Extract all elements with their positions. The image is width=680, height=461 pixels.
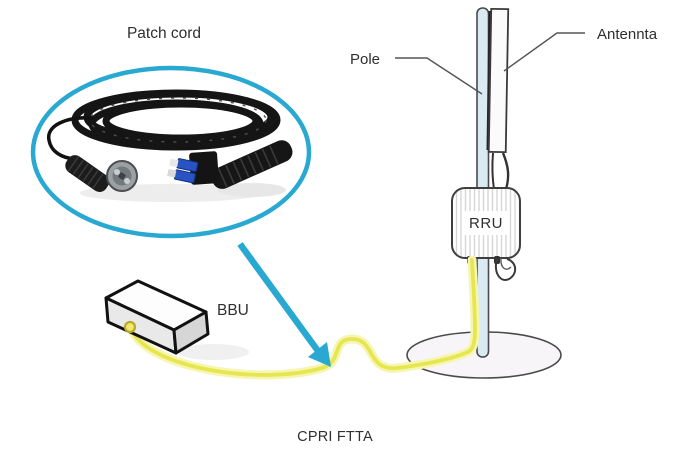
pole-label: Pole: [350, 51, 380, 68]
patch-cord-photo: [47, 89, 293, 202]
bbu-shadow: [177, 344, 249, 360]
rru-label-plate: [464, 211, 508, 235]
fiber-cable-yellow: [126, 255, 480, 380]
lc-housing: [189, 151, 219, 185]
callout-arrow: [237, 242, 331, 367]
antenna-jumper-cable-1: [491, 152, 495, 190]
pole-leader-line: [395, 57, 483, 95]
fiber-cable-core: [129, 258, 477, 377]
cable-coil: [71, 89, 281, 151]
bbu-unit: [104, 279, 210, 355]
patch-cord-label: Patch cord: [127, 25, 201, 42]
cord-shadow-right: [218, 183, 286, 197]
bbu-fiber-port: [123, 320, 137, 334]
lc-connector-assembly: [167, 140, 293, 189]
bbu-right-face: [172, 310, 210, 355]
cable-lead-left: [47, 116, 94, 161]
antenna-panel: [487, 7, 510, 154]
antenna-label: Antennta: [597, 26, 658, 43]
pole: [476, 7, 490, 358]
caption-cpri-ftta: CPRI FTTA: [297, 429, 373, 445]
magnifier-ellipse: [30, 65, 312, 239]
antenna-leader-line: [503, 32, 585, 72]
bbu-label: BBU: [217, 302, 249, 319]
rru-unit: RRU: [451, 187, 521, 281]
rru-label: RRU: [469, 215, 503, 232]
lc-duplex-ferrules: [167, 158, 199, 184]
antenna-jumper-cable-2: [501, 152, 510, 190]
rru-slack-cable-loop: [495, 257, 517, 281]
odc-connector: [65, 155, 138, 192]
rru-slack-cable-loop-2: [500, 257, 512, 270]
cable-coil-highlight: [89, 97, 267, 143]
